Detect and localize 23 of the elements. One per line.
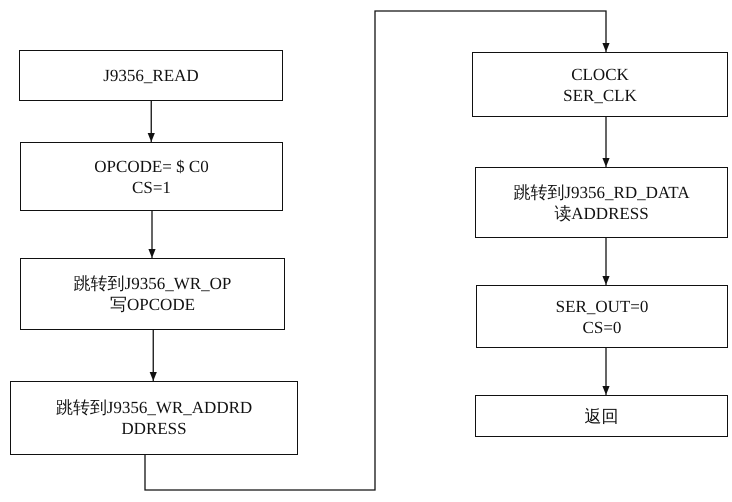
box-label: OPCODE= $ C0 CS=1 (94, 156, 209, 198)
process-box (20, 142, 283, 211)
process-box (19, 50, 283, 101)
arrow (602, 117, 610, 167)
process-box (20, 258, 285, 330)
arrow (148, 211, 156, 258)
process-box (476, 285, 728, 348)
arrow (150, 330, 157, 381)
process-box (475, 395, 728, 437)
arrow (602, 348, 610, 395)
arrow (144, 10, 610, 491)
process-box (472, 52, 728, 117)
box-label: 跳转到J9356_WR_OP 写OPCODE (74, 273, 232, 315)
process-box (10, 381, 298, 455)
box-label: 跳转到J9356_WR_ADDRD DDRESS (56, 397, 252, 439)
box-label: J9356_READ (103, 65, 199, 86)
box-label: 返回 (584, 406, 618, 426)
box-label: 跳转到J9356_RD_DATA 读ADDRESS (513, 182, 690, 224)
arrow (602, 238, 610, 285)
box-label: CLOCK SER_CLK (563, 64, 637, 106)
box-label: SER_OUT=0 CS=0 (556, 296, 648, 338)
arrow (148, 101, 155, 142)
process-box (475, 167, 728, 238)
